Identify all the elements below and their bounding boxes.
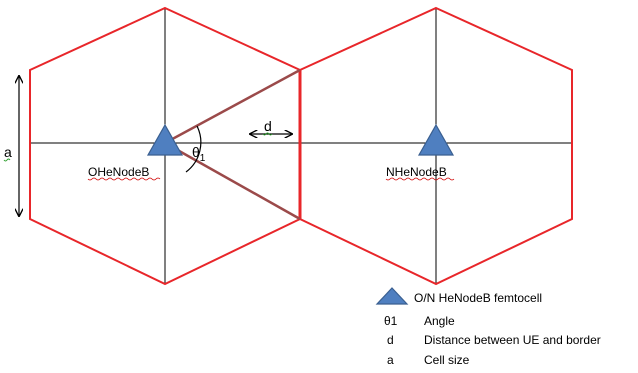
- left-node-label-underline: [87, 177, 161, 181]
- distance-label: d: [264, 118, 272, 134]
- sector-line-upper: [164, 68, 301, 145]
- right-node-label-underline: [385, 177, 455, 181]
- legend-symbol-distance: d: [387, 333, 394, 347]
- left-node-label: OHeNodeB: [88, 165, 149, 179]
- angle-arc: [185, 125, 202, 173]
- angle-label: θ1: [192, 144, 206, 164]
- legend-item-angle: Angle: [424, 314, 455, 328]
- legend-triangle-icon: [375, 287, 409, 305]
- right-node-triangle-icon: [417, 123, 455, 156]
- cell-size-label-underline: [3, 158, 11, 162]
- legend-symbol-angle: θ1: [384, 314, 398, 328]
- cell-size-label: a: [4, 144, 12, 160]
- legend-item-distance: Distance between UE and border: [424, 333, 601, 347]
- legend-item-cell-size: Cell size: [424, 353, 470, 367]
- legend-item-femtocell: O/N HeNodeB femtocell: [414, 291, 542, 305]
- legend: O/N HeNodeB femtocell θ1 Angle d Distanc…: [375, 287, 601, 367]
- left-node-triangle-icon: [146, 123, 184, 156]
- right-node-label: NHeNodeB: [386, 165, 447, 179]
- sector-line-lower: [164, 141, 301, 221]
- distance-label-underline: [262, 132, 273, 136]
- legend-symbol-cell-size: a: [387, 353, 394, 367]
